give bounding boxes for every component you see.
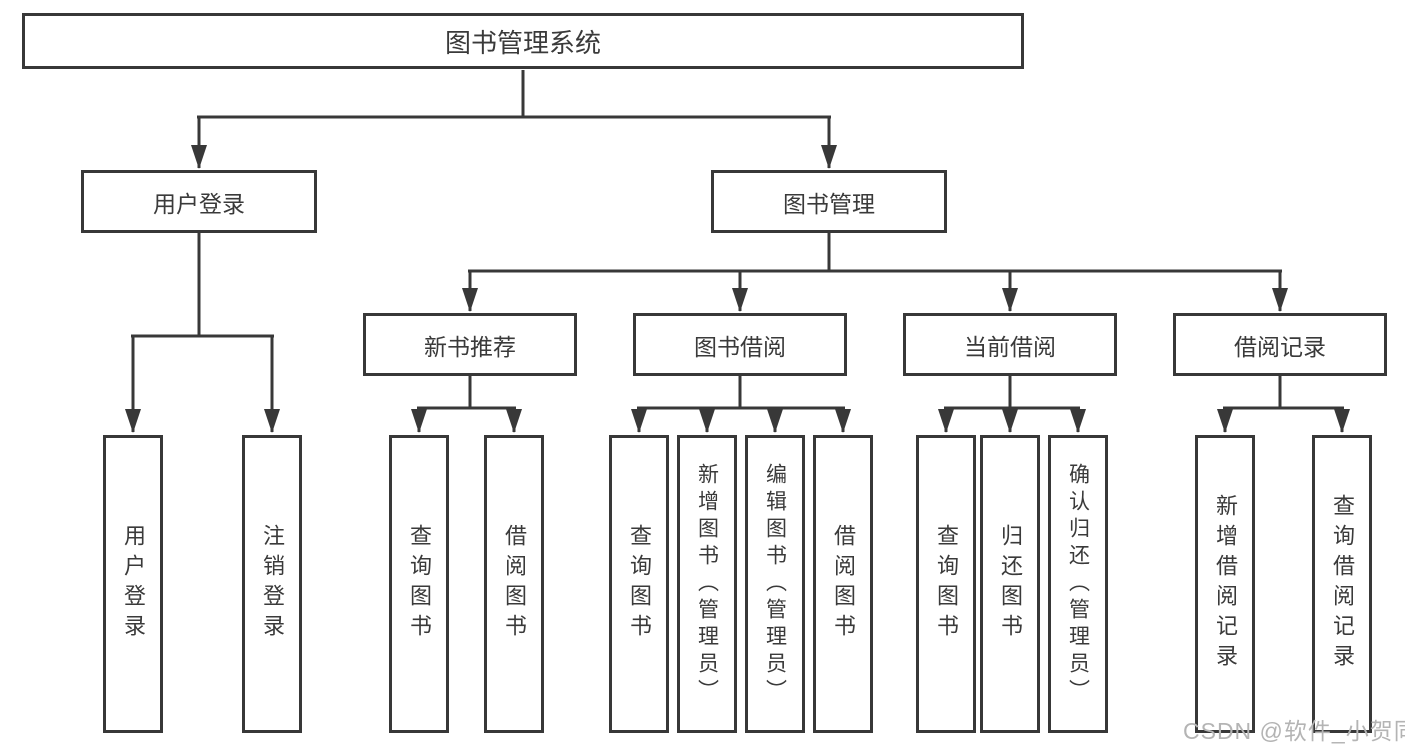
node-user-login: 用户登录 — [81, 170, 317, 233]
leaf-label: 查询借阅记录 — [1330, 494, 1355, 674]
leaf-label: 借阅图书 — [831, 524, 856, 644]
leaf-return-books: 归还图书 — [980, 435, 1040, 733]
leaf-user-login: 用户登录 — [103, 435, 163, 733]
leaf-label: 编辑图书（管理员） — [763, 462, 787, 706]
csdn-watermark: CSDN @软件_小贺同学 — [1183, 718, 1405, 744]
leaf-label: 查询图书 — [627, 524, 652, 644]
node-new-book-recommendation: 新书推荐 — [363, 313, 577, 376]
leaf-confirm-return-admin: 确认归还（管理员） — [1048, 435, 1108, 733]
node-book-management: 图书管理 — [711, 170, 947, 233]
leaf-query-books-current: 查询图书 — [916, 435, 976, 733]
leaf-label: 确认归还（管理员） — [1066, 462, 1090, 706]
node-current-borrowing: 当前借阅 — [903, 313, 1117, 376]
leaf-query-books-borrow: 查询图书 — [609, 435, 669, 733]
leaf-query-books-recommend: 查询图书 — [389, 435, 449, 733]
leaf-query-borrow-record: 查询借阅记录 — [1312, 435, 1372, 733]
leaf-label: 用户登录 — [121, 524, 146, 644]
node-borrow-records: 借阅记录 — [1173, 313, 1387, 376]
leaf-label: 新增图书（管理员） — [695, 462, 719, 706]
leaf-add-books-admin: 新增图书（管理员） — [677, 435, 737, 733]
leaf-borrow-books-recommend: 借阅图书 — [484, 435, 544, 733]
leaf-edit-books-admin: 编辑图书（管理员） — [745, 435, 805, 733]
leaf-borrow-books: 借阅图书 — [813, 435, 873, 733]
leaf-add-borrow-record: 新增借阅记录 — [1195, 435, 1255, 733]
leaf-label: 归还图书 — [998, 524, 1023, 644]
leaf-label: 查询图书 — [407, 524, 432, 644]
node-book-borrowing: 图书借阅 — [633, 313, 847, 376]
leaf-label: 新增借阅记录 — [1213, 494, 1238, 674]
leaf-label: 注销登录 — [260, 524, 285, 644]
leaf-label: 借阅图书 — [502, 524, 527, 644]
leaf-logout: 注销登录 — [242, 435, 302, 733]
leaf-label: 查询图书 — [934, 524, 959, 644]
node-library-management-system: 图书管理系统 — [22, 13, 1024, 69]
